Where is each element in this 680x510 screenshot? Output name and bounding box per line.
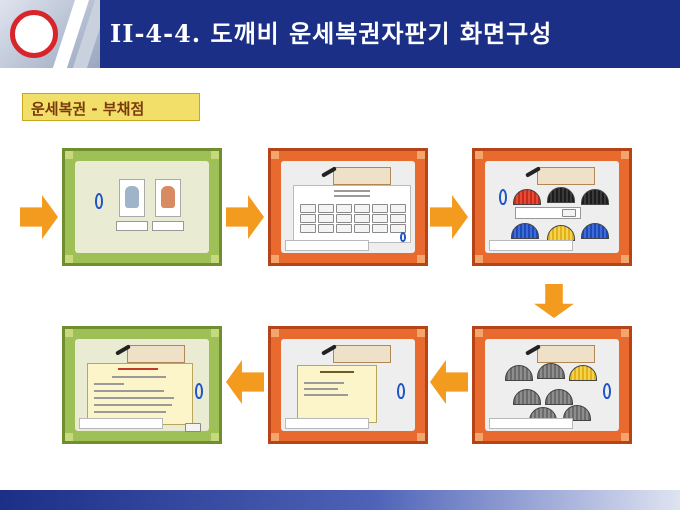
gourd-icon bbox=[195, 383, 203, 399]
character-card[interactable] bbox=[119, 179, 145, 217]
menu-button[interactable] bbox=[300, 224, 316, 233]
arrow-down-icon bbox=[534, 284, 574, 318]
arrow-right-icon bbox=[430, 195, 468, 239]
header-bar: II-4-4. 도깨비 운세복권자판기 화면구성 bbox=[0, 0, 680, 68]
fan-icon[interactable] bbox=[513, 189, 541, 205]
menu-button[interactable] bbox=[318, 204, 334, 213]
menu-button[interactable] bbox=[372, 204, 388, 213]
menu-button[interactable] bbox=[354, 224, 370, 233]
menu-button[interactable] bbox=[390, 224, 406, 233]
fan-icon[interactable] bbox=[511, 223, 539, 239]
screen-fan-result bbox=[472, 326, 632, 444]
screen-menu-grid bbox=[268, 148, 428, 266]
logo-circle-icon bbox=[10, 10, 58, 58]
footer-bar bbox=[0, 490, 680, 510]
status-strip bbox=[489, 240, 573, 251]
menu-button[interactable] bbox=[390, 214, 406, 223]
gourd-icon bbox=[397, 383, 405, 399]
fan-icon[interactable] bbox=[547, 187, 575, 203]
fan-icon bbox=[569, 365, 597, 381]
title-plaque bbox=[537, 345, 595, 363]
status-strip bbox=[285, 240, 369, 251]
logo bbox=[0, 0, 100, 68]
arrow-right-icon bbox=[20, 195, 58, 239]
page-title: II-4-4. 도깨비 운세복권자판기 화면구성 bbox=[110, 19, 553, 48]
character-label bbox=[116, 221, 148, 231]
status-strip bbox=[489, 418, 573, 429]
screen-content bbox=[75, 161, 209, 253]
fan-icon[interactable] bbox=[581, 223, 609, 239]
screen-content bbox=[281, 161, 415, 253]
screen-fortune-result bbox=[62, 326, 222, 444]
menu-button[interactable] bbox=[336, 214, 352, 223]
menu-button[interactable] bbox=[336, 204, 352, 213]
fan-icon bbox=[513, 389, 541, 405]
menu-button[interactable] bbox=[318, 214, 334, 223]
title-plaque bbox=[127, 345, 185, 363]
screen-content bbox=[281, 339, 415, 431]
menu-button[interactable] bbox=[372, 214, 388, 223]
gourd-icon bbox=[499, 189, 507, 205]
menu-button[interactable] bbox=[354, 214, 370, 223]
goblin-figure-icon bbox=[125, 186, 139, 208]
menu-button[interactable] bbox=[390, 204, 406, 213]
status-strip bbox=[285, 418, 369, 429]
section-label-text: 운세복권 - 부채점 bbox=[31, 100, 145, 118]
gourd-icon bbox=[400, 232, 406, 242]
screen-content bbox=[485, 161, 619, 253]
screen-message-popup bbox=[268, 326, 428, 444]
menu-button[interactable] bbox=[300, 204, 316, 213]
menu-button[interactable] bbox=[354, 204, 370, 213]
fan-icon bbox=[537, 363, 565, 379]
menu-button[interactable] bbox=[300, 214, 316, 223]
screen-content bbox=[485, 339, 619, 431]
status-strip bbox=[79, 418, 163, 429]
message-popup bbox=[297, 365, 377, 423]
menu-button[interactable] bbox=[318, 224, 334, 233]
screen-content bbox=[75, 339, 209, 432]
section-label: 운세복권 - 부채점 bbox=[22, 93, 200, 121]
fan-icon[interactable] bbox=[581, 189, 609, 205]
gourd-icon bbox=[603, 383, 611, 399]
arrow-left-icon bbox=[430, 360, 468, 404]
menu-box bbox=[293, 185, 411, 243]
gourd-icon bbox=[95, 193, 103, 209]
goblin-figure-icon bbox=[161, 186, 175, 208]
title-plaque bbox=[333, 345, 391, 363]
arrow-right-icon bbox=[226, 195, 264, 239]
character-label bbox=[152, 221, 184, 231]
fan-icon bbox=[545, 389, 573, 405]
arrow-left-icon bbox=[226, 360, 264, 404]
title-plaque bbox=[537, 167, 595, 185]
confirm-button[interactable] bbox=[185, 423, 201, 432]
screen-fan-select bbox=[472, 148, 632, 266]
screen-character-select bbox=[62, 148, 222, 266]
confirm-button[interactable] bbox=[562, 209, 576, 217]
fortune-text-box bbox=[87, 363, 193, 425]
fan-icon[interactable] bbox=[547, 225, 575, 241]
menu-button[interactable] bbox=[372, 224, 388, 233]
menu-button[interactable] bbox=[336, 224, 352, 233]
character-card[interactable] bbox=[155, 179, 181, 217]
fan-icon bbox=[505, 365, 533, 381]
title-plaque bbox=[333, 167, 391, 185]
fan-prompt-box bbox=[515, 207, 581, 219]
